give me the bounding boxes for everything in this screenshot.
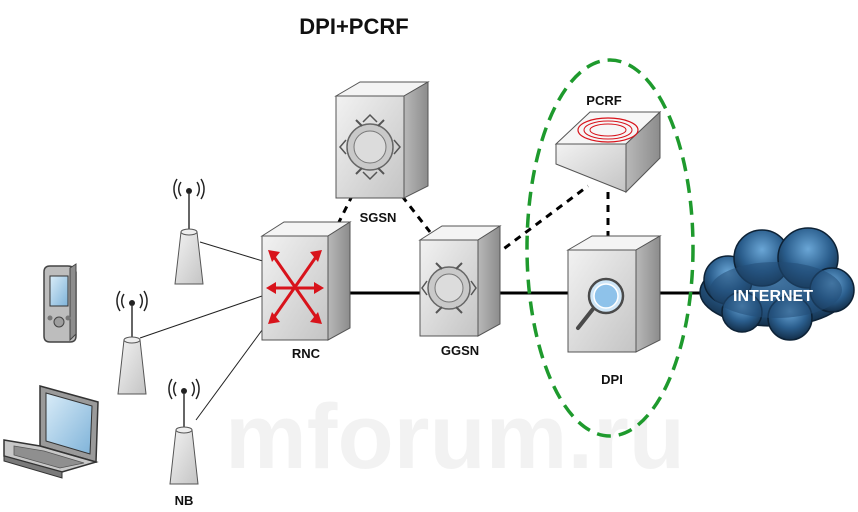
router-icon [339,113,401,181]
pda-phone-device[interactable] [43,263,77,343]
rnc-label: RNC [292,346,321,361]
pda-phone-icon [43,263,77,343]
dpi-pcrf-highlight-ellipse [525,58,695,438]
link-nb3-rnc [195,321,269,421]
antenna-icon [116,290,148,395]
ggsn-node[interactable] [418,225,502,337]
antenna-icon [168,378,200,485]
link-sgsn-ggsn [400,195,432,233]
nb-label: NB [175,493,194,508]
router-icon [421,262,477,314]
internet-label: INTERNET [733,288,813,305]
antenna-nb-1[interactable] [173,178,205,285]
pcrf-rings-icon [577,117,639,143]
laptop-device[interactable] [3,385,99,479]
rnc-node[interactable] [260,221,352,341]
diagram-title: DPI+PCRF [299,14,408,39]
ggsn-label: GGSN [441,343,479,358]
sgsn-node[interactable] [334,81,430,199]
antenna-nb-2[interactable] [116,290,148,395]
watermark-text: mforum.ru [225,386,685,488]
antenna-nb-3[interactable] [168,378,200,485]
sgsn-label: SGSN [360,210,397,225]
magnifier-icon [576,277,625,330]
dpi-label: DPI [601,372,623,387]
pcrf-label: PCRF [586,93,621,108]
link-nb2-rnc [139,295,263,339]
switch-icon [266,250,324,324]
connections [139,184,704,421]
internet-cloud[interactable]: INTERNET [699,227,855,341]
link-ggsn-pcrf [493,184,589,258]
link-nb1-rnc [199,241,267,263]
dpi-node[interactable] [566,235,662,353]
pcrf-node[interactable] [554,110,662,194]
antenna-icon [173,178,205,285]
laptop-icon [3,385,99,479]
